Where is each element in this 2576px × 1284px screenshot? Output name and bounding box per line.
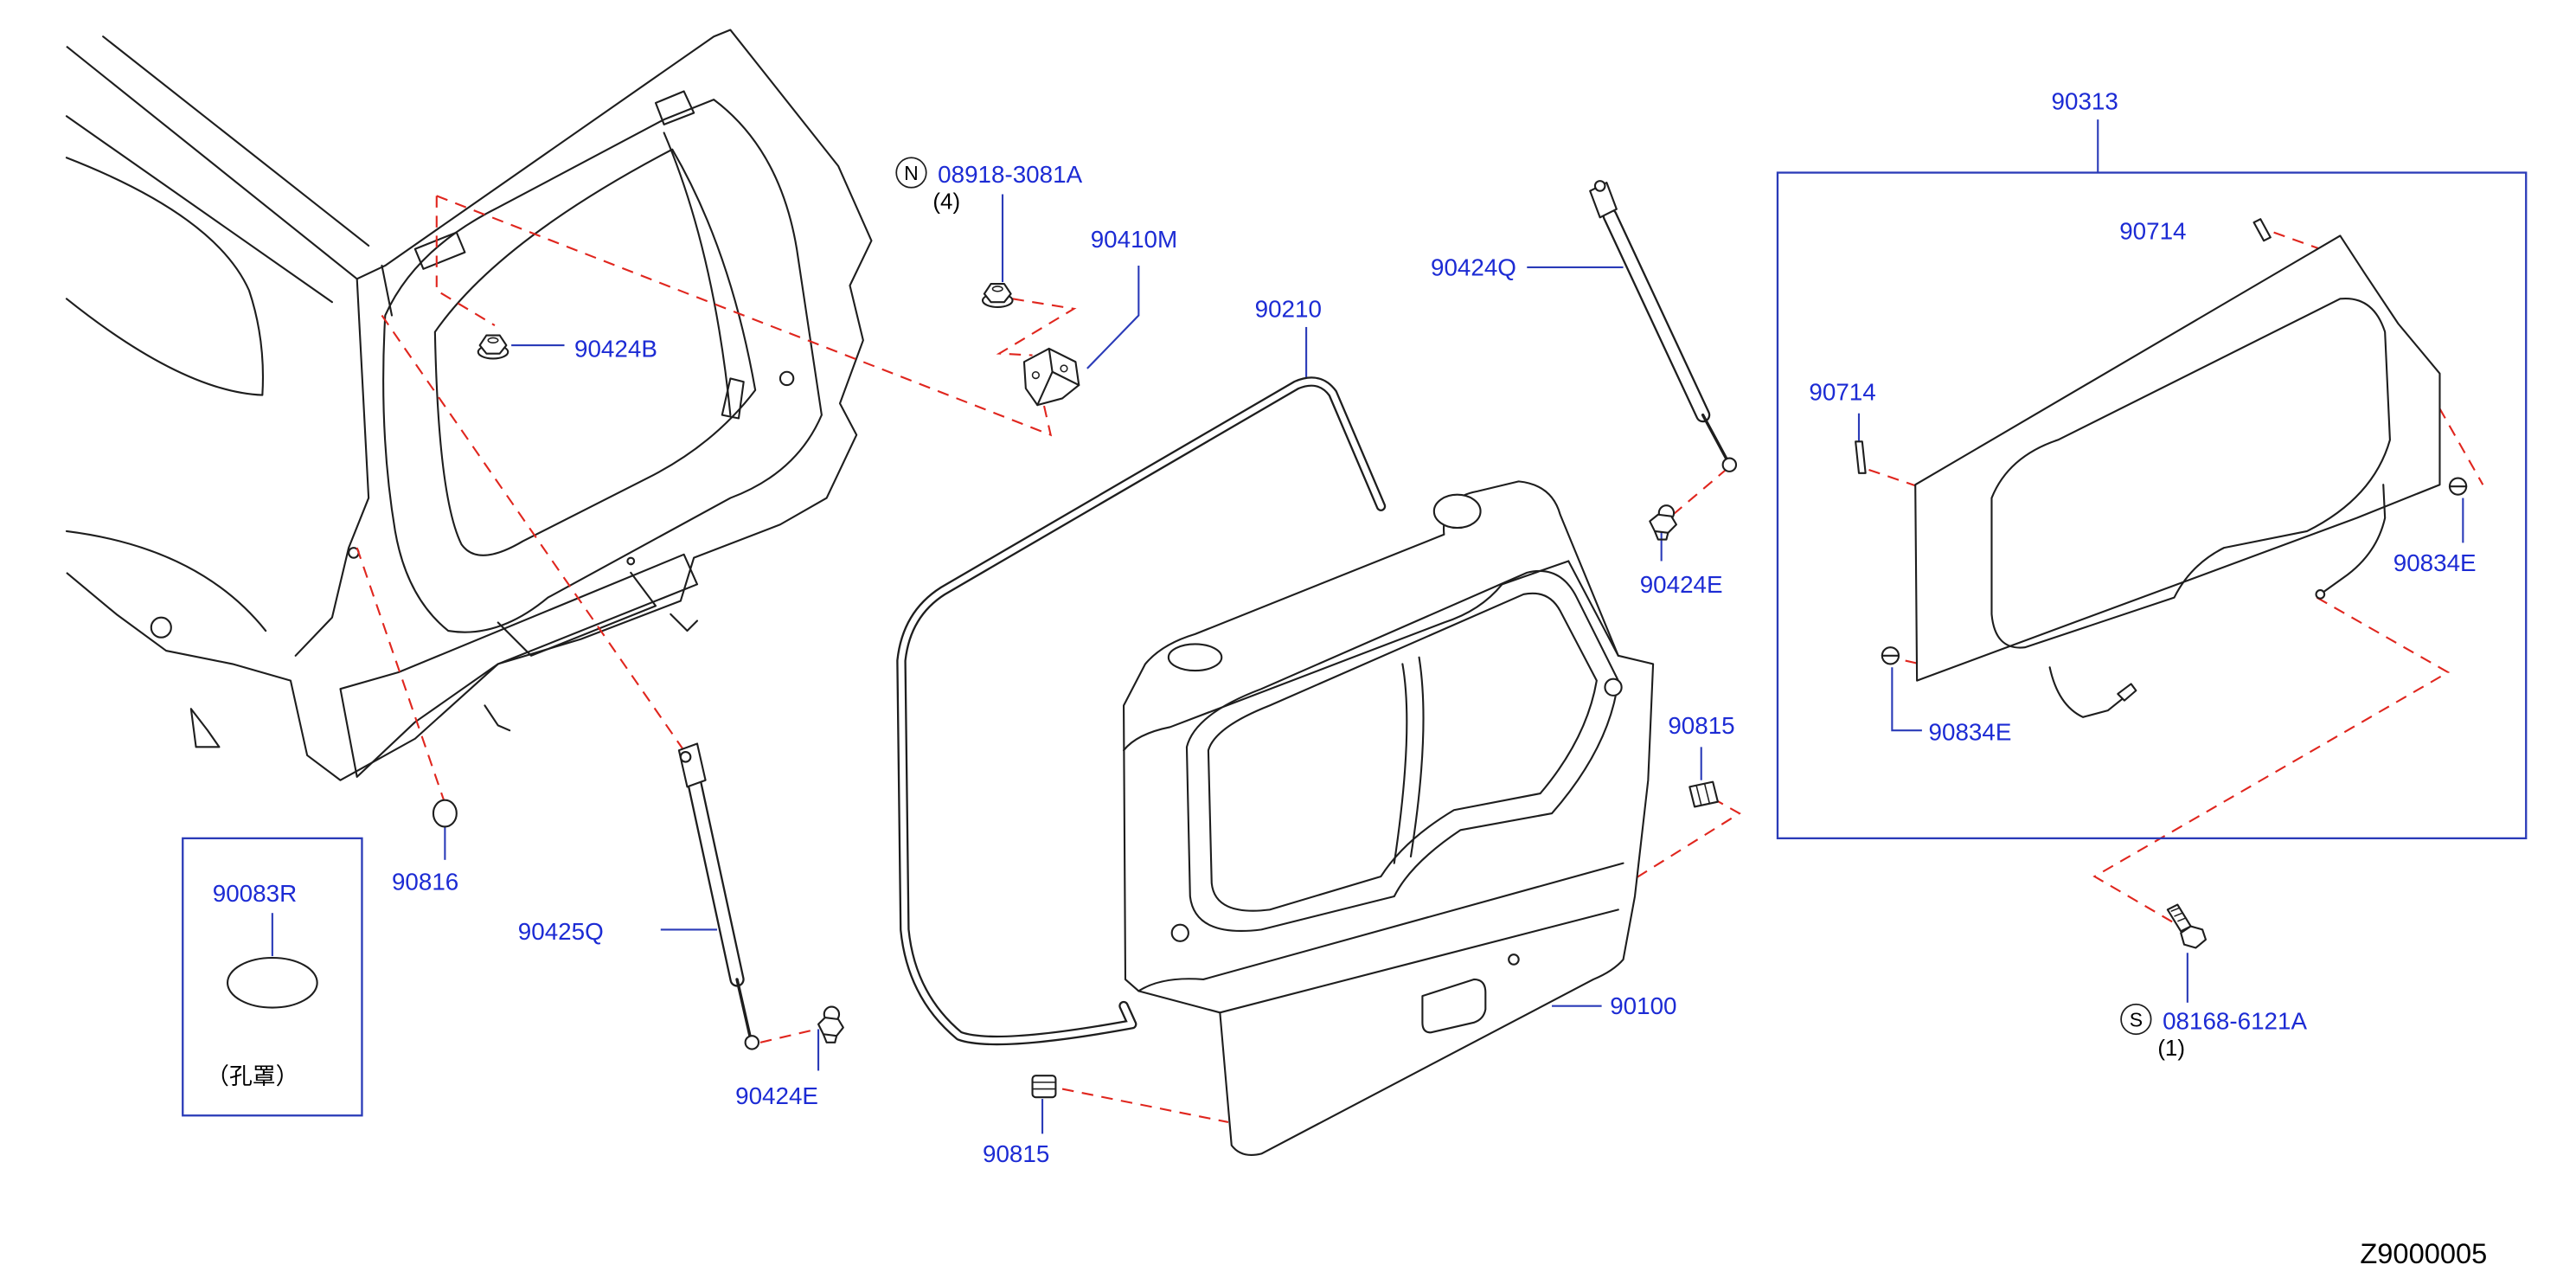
part-number-90815-left[interactable]: 90815 [983,1140,1049,1167]
hole-cover-note: （孔罩） [206,1063,298,1090]
part-number-08918-3081a[interactable]: 08918-3081A [938,161,1082,188]
clip-90834e-left-part [1881,646,1900,665]
part-number-90834e-left[interactable]: 90834E [1929,719,2012,746]
cover-90083r-box [182,837,363,1117]
callout-08918[interactable]: N 08918-3081A (4) [895,157,1083,215]
diagram-code: Z9000005 [2360,1237,2487,1269]
callout-08168[interactable]: S 08168-6121A (1) [2120,1003,2307,1061]
clip-90714-top-part [2252,218,2272,242]
part-number-90425q[interactable]: 90425Q [518,918,604,945]
s-mark-letter: S [2130,1009,2143,1031]
part-number-90083r[interactable]: 90083R [213,880,297,907]
lock-90410m-part [1022,347,1080,407]
nut-90424b-part [477,334,509,360]
standard-part-n-mark-icon [895,157,927,189]
screw-08168-part [2166,903,2208,949]
bumper-90815-right-part [1688,780,1719,808]
clip-90834e-right-part [2448,477,2468,496]
nut-08918-part [981,283,1014,308]
vehicle-body-shell [65,29,873,781]
weatherstrip-90210-part [896,376,1387,1046]
part-number-90424b[interactable]: 90424B [574,335,657,362]
part-number-90424e-left[interactable]: 90424E [735,1082,818,1109]
stud-90424e-left-part [817,1005,844,1043]
part-number-90834e-right[interactable]: 90834E [2393,549,2477,576]
back-door-90100-part [1123,480,1655,1157]
plug-90816-part [432,799,458,828]
part-number-90714-left[interactable]: 90714 [1809,378,1875,405]
quantity-08918: (4) [932,190,960,215]
glass-90313-box [1776,171,2528,840]
part-number-90815-right[interactable]: 90815 [1668,712,1734,739]
standard-part-s-mark-icon [2120,1003,2152,1036]
part-number-90424q[interactable]: 90424Q [1431,254,1516,280]
part-number-90410m[interactable]: 90410M [1091,226,1177,253]
part-number-90100[interactable]: 90100 [1610,992,1676,1019]
stay-90425q-part [677,742,760,1050]
back-window-glass-90313-part [1914,234,2441,718]
quantity-08168: (1) [2157,1037,2185,1061]
part-number-90714-top[interactable]: 90714 [2119,217,2186,244]
part-number-90816[interactable]: 90816 [392,868,458,895]
part-number-90313[interactable]: 90313 [2052,88,2118,115]
clip-90714-left-part [1855,440,1867,474]
stud-90424e-right-part [1649,504,1677,541]
part-number-08168-6121a[interactable]: 08168-6121A [2163,1008,2307,1035]
bumper-90815-left-part [1031,1075,1057,1099]
n-mark-letter: N [904,162,919,184]
stay-90424q-part [1589,180,1738,472]
part-number-90424e-right[interactable]: 90424E [1640,571,1723,598]
part-number-90210[interactable]: 90210 [1255,295,1322,322]
leader-lines [271,119,2464,1134]
